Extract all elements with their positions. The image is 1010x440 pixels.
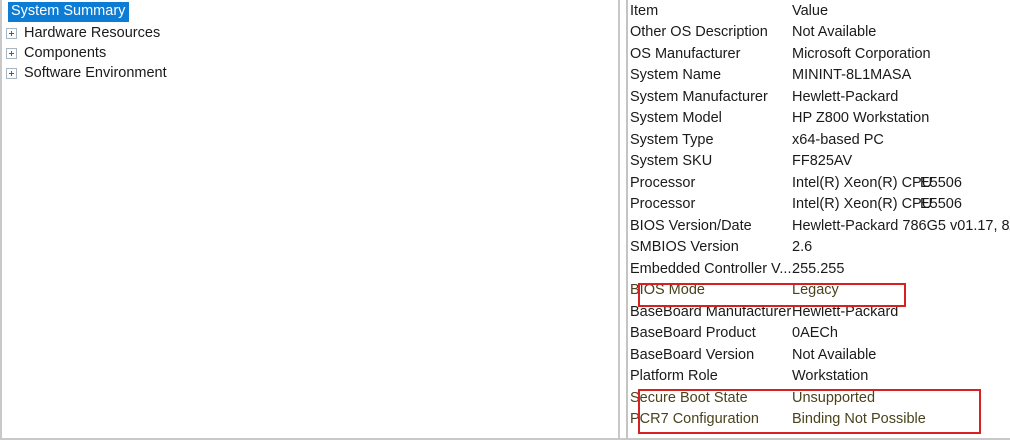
row-value: Hewlett-Packard (792, 88, 899, 105)
row-item-label: BIOS Version/Date (630, 217, 752, 234)
row-value: Intel(R) Xeon(R) CPUE5506 (792, 175, 1010, 191)
table-row-bios-mode[interactable]: BIOS Mode Legacy (630, 280, 1010, 302)
row-value: MININT-8L1MASA (792, 67, 912, 84)
tree-item-hardware-resources[interactable]: Hardware Resources (2, 23, 620, 43)
row-value-part-2: E5506 (920, 174, 962, 191)
row-value-part-2: E5506 (920, 196, 962, 213)
table-row[interactable]: System Manufacturer Hewlett-Packard (630, 86, 1010, 108)
row-value: Binding Not Possible (792, 411, 926, 428)
tree-item-software-environment[interactable]: Software Environment (2, 63, 620, 83)
row-value: Workstation (792, 368, 869, 385)
table-row[interactable]: BaseBoard Product 0AECh (630, 323, 1010, 345)
tree-item-components-label: Components (24, 45, 107, 61)
table-row[interactable]: Embedded Controller V... 255.255 (630, 258, 1010, 280)
row-value: Microsoft Corporation (792, 45, 931, 62)
column-header-item[interactable]: Item (630, 2, 659, 19)
row-item-label: SMBIOS Version (630, 239, 739, 256)
row-value-part-1: Intel(R) Xeon(R) CPU (792, 196, 933, 213)
row-value: Legacy (792, 282, 839, 299)
row-item-label: PCR7 Configuration (630, 411, 759, 428)
table-row[interactable]: Processor Intel(R) Xeon(R) CPUE5506 (630, 172, 1010, 194)
row-item-label: Other OS Description (630, 24, 768, 41)
row-item-label: Processor (630, 196, 696, 213)
table-row[interactable]: System Name MININT-8L1MASA (630, 65, 1010, 87)
row-value: FF825AV (792, 153, 853, 170)
row-value: Not Available (792, 346, 877, 363)
row-item-label: Processor (630, 174, 696, 191)
table-row[interactable]: Other OS Description Not Available (630, 22, 1010, 44)
column-header-value[interactable]: Value (792, 2, 829, 19)
table-row[interactable]: OS Manufacturer Microsoft Corporation (630, 43, 1010, 65)
expand-plus-icon[interactable] (6, 67, 17, 79)
row-value: 0AECh (792, 325, 838, 342)
row-item-label: System Manufacturer (630, 88, 768, 105)
row-value: Unsupported (792, 389, 876, 406)
table-row[interactable]: SMBIOS Version 2.6 (630, 237, 1010, 259)
row-item-label: System Model (630, 110, 722, 127)
tree-item-components[interactable]: Components (2, 43, 620, 63)
row-item-label: Platform Role (630, 368, 718, 385)
details-table: Item Value Other OS Description Not Avai… (630, 0, 1010, 430)
table-row-secure-boot-state[interactable]: Secure Boot State Unsupported (630, 387, 1010, 409)
row-value: x64-based PC (792, 131, 884, 148)
table-row[interactable]: BaseBoard Manufacturer Hewlett-Packard (630, 301, 1010, 323)
row-value: Hewlett-Packard 786G5 v01.17, 8/ (792, 217, 1010, 234)
expand-plus-icon[interactable] (6, 27, 17, 39)
details-pane: Item Value Other OS Description Not Avai… (620, 0, 1010, 440)
table-row[interactable]: System SKU FF825AV (630, 151, 1010, 173)
table-row[interactable]: BIOS Version/Date Hewlett-Packard 786G5 … (630, 215, 1010, 237)
row-item-label: OS Manufacturer (630, 45, 741, 62)
row-item-label: Embedded Controller V... (630, 260, 792, 277)
row-item-label: System SKU (630, 153, 713, 170)
row-item-label: Secure Boot State (630, 389, 748, 406)
tree-item-system-summary[interactable]: System Summary (2, 2, 620, 23)
details-left-rule (626, 0, 628, 438)
row-value: Intel(R) Xeon(R) CPUE5506 (792, 196, 1010, 212)
row-item-label: BaseBoard Version (630, 346, 755, 363)
table-row[interactable]: System Type x64-based PC (630, 129, 1010, 151)
row-item-label: BaseBoard Product (630, 325, 756, 342)
row-value: 255.255 (792, 260, 845, 277)
navigation-tree: System Summary Hardware Resources Compon… (2, 0, 620, 83)
row-item-label: System Name (630, 67, 722, 84)
table-header-row: Item Value (630, 0, 1010, 22)
row-value: HP Z800 Workstation (792, 110, 930, 127)
row-item-label: BaseBoard Manufacturer (630, 303, 792, 320)
table-row[interactable]: BaseBoard Version Not Available (630, 344, 1010, 366)
row-value: Not Available (792, 24, 877, 41)
table-row-pcr7-configuration[interactable]: PCR7 Configuration Binding Not Possible (630, 409, 1010, 431)
table-row[interactable]: Processor Intel(R) Xeon(R) CPUE5506 (630, 194, 1010, 216)
row-value: Hewlett-Packard (792, 303, 899, 320)
table-row[interactable]: Platform Role Workstation (630, 366, 1010, 388)
row-item-label: BIOS Mode (630, 282, 705, 299)
tree-item-software-environment-label: Software Environment (24, 65, 167, 81)
navigation-tree-pane: System Summary Hardware Resources Compon… (0, 0, 620, 440)
pane-divider[interactable] (618, 0, 620, 438)
row-item-label: System Type (630, 131, 714, 148)
expand-plus-icon[interactable] (6, 47, 17, 59)
row-value-part-1: Intel(R) Xeon(R) CPU (792, 174, 933, 191)
table-row[interactable]: System Model HP Z800 Workstation (630, 108, 1010, 130)
row-value: 2.6 (792, 239, 813, 256)
tree-item-hardware-resources-label: Hardware Resources (24, 25, 161, 41)
tree-item-system-summary-label: System Summary (8, 2, 130, 22)
